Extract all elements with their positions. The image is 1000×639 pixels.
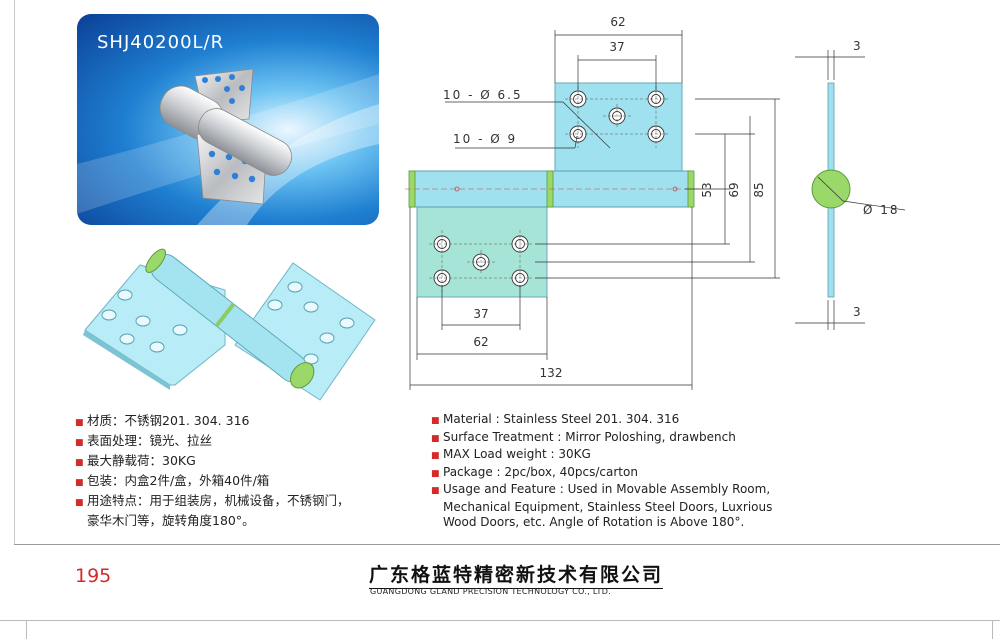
specs-english: ■Material : Stainless Steel 201. 304. 31…	[431, 412, 772, 531]
page-margin-line	[14, 0, 15, 545]
specs-chinese: ■材质：不锈钢201. 304. 316 ■表面处理：镜光、拉丝 ■最大静载荷：…	[75, 412, 350, 529]
dim-37-top: 37	[609, 40, 624, 54]
page-number: 195	[75, 565, 112, 587]
bottom-trim-line	[0, 620, 1000, 621]
side-diameter: Ø 18	[863, 203, 900, 217]
dim-62-top: 62	[610, 15, 625, 29]
dim-62-bottom: 62	[473, 335, 488, 349]
spec-en-package: ■Package : 2pc/box, 40pcs/carton	[431, 464, 638, 479]
spec-cn-package: ■包装：内盒2件/盒，外箱40件/箱	[75, 473, 270, 488]
company-name-en: GUANGDONG GLAND PRECISION TECHNOLOGY CO.…	[370, 587, 611, 596]
spec-en-usage: ■Usage and Feature : Used in Movable Ass…	[431, 482, 771, 496]
spec-cn-material: ■材质：不锈钢201. 304. 316	[75, 413, 250, 428]
side-view	[795, 50, 906, 330]
product-photo: SHJ40200L/R	[77, 14, 379, 225]
dim-132: 132	[540, 366, 563, 380]
spec-cn-surface: ■表面处理：镜光、拉丝	[75, 433, 213, 448]
side-thickness-bottom: 3	[853, 305, 861, 319]
spec-en-load: ■MAX Load weight : 30KG	[431, 447, 591, 461]
dim-85: 85	[752, 182, 766, 197]
dim-53: 53	[700, 182, 714, 197]
spec-en-usage-cont-2: Wood Doors, etc. Angle of Rotation is Ab…	[443, 515, 745, 529]
spec-en-material: ■Material : Stainless Steel 201. 304. 31…	[431, 412, 680, 426]
product-model-title: SHJ40200L/R	[97, 32, 225, 53]
hole-large-callout: 10 - Ø 9	[453, 132, 517, 146]
spec-en-usage-cont-1: Mechanical Equipment, Stainless Steel Do…	[443, 499, 773, 514]
spec-en-surface: ■Surface Treatment : Mirror Poloshing, d…	[431, 429, 736, 444]
company-name-cn: 广东格蓝特精密新技术有限公司	[369, 560, 664, 589]
hole-small-callout: 10 - Ø 6.5	[443, 88, 523, 102]
dim-69: 69	[727, 182, 741, 197]
technical-drawing: 62 37 10 - Ø 6.5 10 - Ø 9 53 69 85 37 62…	[405, 15, 906, 390]
hinge-3d-render	[83, 248, 376, 401]
spec-cn-usage: ■用途特点：用于组装房，机械设备，不锈钢门，	[75, 493, 350, 508]
hinge-photo-illustration	[77, 68, 379, 225]
trim-mark	[992, 620, 993, 639]
side-thickness-top: 3	[853, 39, 861, 53]
footer-divider	[14, 544, 1000, 545]
spec-cn-load: ■最大静载荷：30KG	[75, 453, 196, 468]
dim-37-bottom: 37	[473, 307, 488, 321]
trim-mark	[26, 620, 27, 639]
spec-cn-usage-cont: 豪华木门等，旋转角度180°。	[87, 513, 255, 528]
